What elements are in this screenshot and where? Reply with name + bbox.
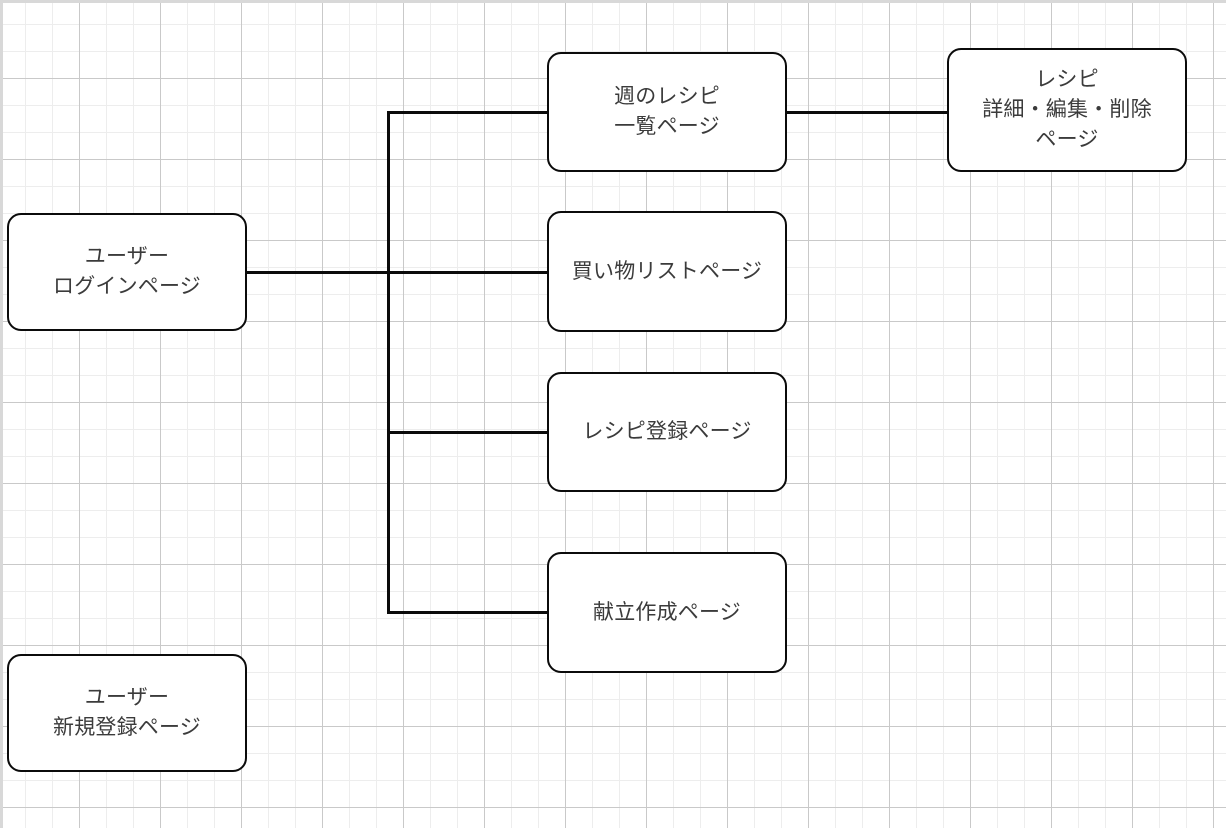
node-recipe-register[interactable]: レシピ登録ページ xyxy=(547,372,787,492)
node-menu-plan-create[interactable]: 献立作成ページ xyxy=(547,552,787,673)
node-user-login[interactable]: ユーザー ログインページ xyxy=(7,213,247,331)
connector-trunk-to-menu-plan xyxy=(387,611,549,614)
connector-weekly-recipe-list-to-detail xyxy=(787,111,949,114)
node-weekly-recipe-list[interactable]: 週のレシピ 一覧ページ xyxy=(547,52,787,172)
connector-trunk-to-shopping-list xyxy=(387,271,549,274)
connector-trunk-vertical xyxy=(387,111,390,614)
node-recipe-detail-edit-delete[interactable]: レシピ 詳細・編集・削除 ページ xyxy=(947,48,1187,172)
connector-login-to-trunk xyxy=(247,271,389,274)
canvas-top-edge xyxy=(0,0,1226,3)
node-shopping-list[interactable]: 買い物リストページ xyxy=(547,211,787,332)
node-user-signup[interactable]: ユーザー 新規登録ページ xyxy=(7,654,247,772)
canvas-left-edge xyxy=(0,0,3,828)
connector-trunk-to-recipe-register xyxy=(387,431,549,434)
connector-trunk-to-weekly-recipe-list xyxy=(387,111,549,114)
